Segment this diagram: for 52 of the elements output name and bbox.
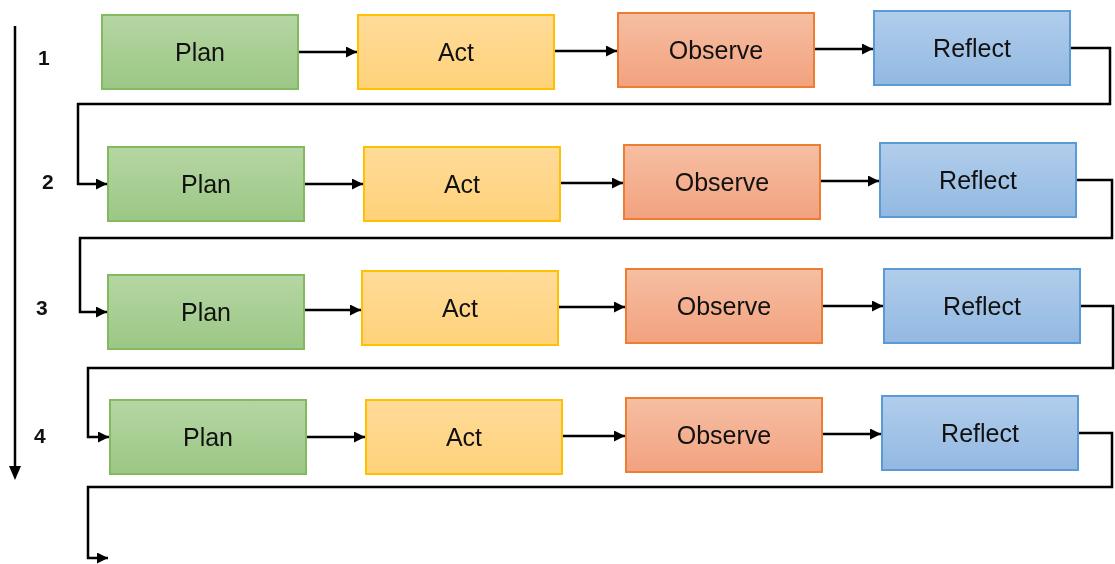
- step-box: [625, 397, 823, 473]
- arrow: [299, 46, 357, 58]
- arrow: [305, 304, 361, 316]
- step-box: [361, 270, 559, 346]
- row-number: 3: [36, 296, 48, 320]
- step-box: [873, 10, 1071, 86]
- step-box: [365, 399, 563, 475]
- arrow: [86, 304, 1115, 443]
- step-box: [617, 12, 815, 88]
- step-label: Plan: [180, 169, 231, 199]
- step-box: [357, 14, 555, 90]
- step-box: [107, 146, 305, 222]
- arrow: [823, 300, 883, 312]
- step-label: Observe: [676, 291, 772, 321]
- step-label: Reflect: [943, 291, 1021, 321]
- step-box: [623, 144, 821, 220]
- row-number: 1: [38, 46, 50, 70]
- step-label: Reflect: [933, 33, 1011, 63]
- step-label: Observe: [668, 35, 764, 65]
- arrow: [823, 428, 881, 440]
- row-number: 2: [42, 170, 54, 194]
- step-box: [363, 146, 561, 222]
- step-box: [109, 399, 307, 475]
- arrow: [559, 301, 625, 313]
- arrow: [821, 175, 879, 187]
- arrow: [815, 43, 873, 55]
- step-label: Reflect: [941, 418, 1019, 448]
- arrow: [307, 431, 365, 443]
- arrow: [86, 431, 1114, 564]
- step-box: [881, 395, 1079, 471]
- step-box: [879, 142, 1077, 218]
- step-label: Reflect: [939, 165, 1017, 195]
- step-box: [107, 274, 305, 350]
- step-label: Plan: [182, 422, 233, 452]
- step-box: [883, 268, 1081, 344]
- step-label: Observe: [674, 167, 770, 197]
- arrow: [76, 46, 1112, 190]
- step-label: Act: [437, 37, 475, 67]
- arrow: [555, 45, 617, 57]
- step-label: Act: [441, 293, 479, 323]
- arrow: [563, 430, 625, 442]
- step-label: Plan: [174, 37, 225, 67]
- step-box: [625, 268, 823, 344]
- step-label: Plan: [180, 297, 231, 327]
- step-label: Act: [445, 422, 483, 452]
- step-label: Act: [443, 169, 481, 199]
- row-number: 4: [34, 424, 46, 448]
- step-box: [101, 14, 299, 90]
- arrow: [561, 177, 623, 189]
- arrow: [78, 178, 1114, 318]
- arrow: [305, 178, 363, 190]
- step-label: Observe: [676, 420, 772, 450]
